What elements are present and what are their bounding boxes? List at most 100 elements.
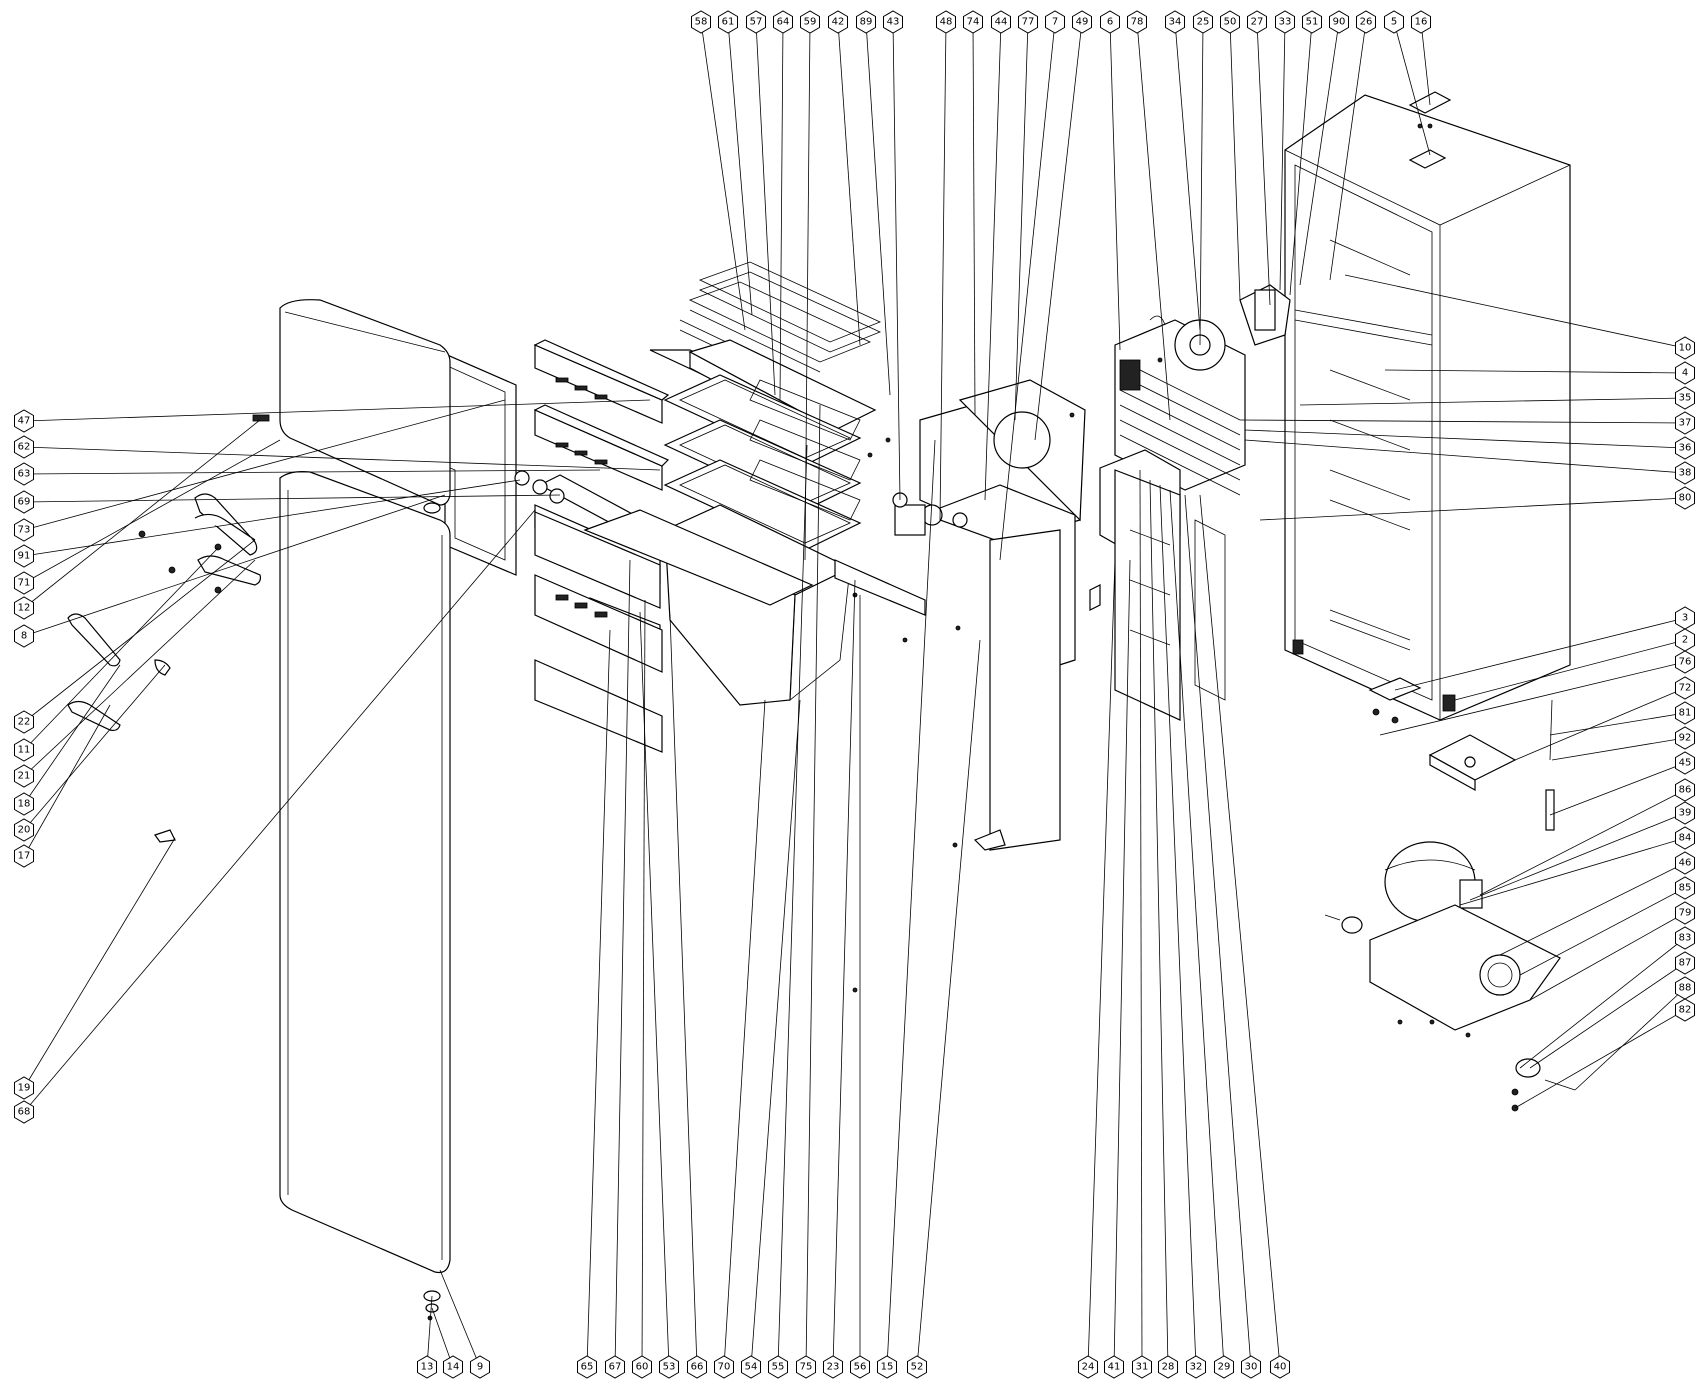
- callout-hexagon: [470, 1355, 490, 1379]
- callout-9: 9: [470, 1355, 490, 1379]
- leader-line-11: [23, 547, 219, 751]
- callout-hexagon: [1072, 10, 1092, 34]
- leader-line-45: [1549, 762, 1686, 816]
- parts-drawing: [67, 91, 1576, 1321]
- leader-line-3: [1394, 617, 1686, 691]
- leader-line-62: [23, 446, 661, 471]
- callout-hexagon: [1675, 436, 1695, 460]
- callout-hexagon: [14, 1076, 34, 1100]
- callout-number: 51: [1306, 17, 1319, 28]
- callout-number: 50: [1224, 17, 1237, 28]
- callout-hexagon: [823, 1355, 843, 1379]
- evaporator-cover: [919, 379, 1086, 851]
- callout-number: 30: [1245, 1362, 1258, 1373]
- handles: [67, 493, 262, 843]
- callout-hexagon: [14, 738, 34, 762]
- callout-number: 89: [860, 17, 873, 28]
- leader-line-90: [1299, 21, 1340, 286]
- callout-17: 17: [14, 844, 34, 868]
- leader-line-29: [1169, 489, 1225, 1368]
- callout-hexagon: [1675, 751, 1695, 775]
- leader-line-25: [1199, 21, 1204, 346]
- callout-7: 7: [1045, 10, 1065, 34]
- leader-line-67: [614, 559, 631, 1368]
- callout-71: 71: [14, 571, 34, 595]
- callout-number: 28: [1162, 1362, 1175, 1373]
- leader-line-71: [23, 439, 281, 584]
- callout-hexagon: [768, 1355, 788, 1379]
- callout-24: 24: [1078, 1355, 1098, 1379]
- callout-number: 72: [1679, 683, 1692, 694]
- callout-41: 41: [1104, 1355, 1124, 1379]
- leader-line-81: [1549, 712, 1686, 736]
- callout-number: 11: [18, 745, 31, 756]
- callout-hexagon: [1302, 10, 1322, 34]
- callout-89: 89: [856, 10, 876, 34]
- callout-number: 58: [695, 17, 708, 28]
- callout-number: 9: [477, 1362, 483, 1373]
- callout-hexagon: [1675, 386, 1695, 410]
- callout-number: 71: [18, 578, 31, 589]
- callout-number: 21: [18, 771, 31, 782]
- callout-74: 74: [963, 10, 983, 34]
- leader-line-77: [1014, 21, 1029, 421]
- callout-hexagon: [1165, 10, 1185, 34]
- callout-83: 83: [1675, 926, 1695, 950]
- callout-37: 37: [1675, 411, 1695, 435]
- leader-line-34: [1174, 21, 1201, 331]
- callout-number: 67: [609, 1362, 622, 1373]
- callout-hexagon: [1384, 10, 1404, 34]
- callout-22: 22: [14, 710, 34, 734]
- callout-61: 61: [718, 10, 738, 34]
- callout-number: 57: [750, 17, 763, 28]
- leader-line-54: [750, 699, 801, 1368]
- callout-87: 87: [1675, 951, 1695, 975]
- callout-42: 42: [828, 10, 848, 34]
- callout-36: 36: [1675, 436, 1695, 460]
- callout-hexagon: [1356, 10, 1376, 34]
- leader-line-28: [1149, 479, 1169, 1368]
- callout-number: 18: [18, 799, 31, 810]
- callout-number: 43: [887, 17, 900, 28]
- leader-line-7: [999, 21, 1056, 561]
- leader-line-79: [1529, 912, 1686, 1001]
- callout-64: 64: [773, 10, 793, 34]
- leader-line-78: [1136, 21, 1171, 421]
- callout-19: 19: [14, 1076, 34, 1100]
- callout-hexagon: [443, 1355, 463, 1379]
- callout-number: 82: [1679, 1005, 1692, 1016]
- callout-hexagon: [1675, 951, 1695, 975]
- callout-hexagon: [1132, 1355, 1152, 1379]
- leader-line-64: [779, 21, 784, 401]
- callout-hexagon: [1186, 1355, 1206, 1379]
- callout-hexagon: [1100, 10, 1120, 34]
- callout-30: 30: [1241, 1355, 1261, 1379]
- callout-hexagon: [1241, 1355, 1261, 1379]
- callout-hexagon: [883, 10, 903, 34]
- callout-82: 82: [1675, 998, 1695, 1022]
- leader-line-70: [723, 699, 766, 1368]
- callout-70: 70: [714, 1355, 734, 1379]
- callout-34: 34: [1165, 10, 1185, 34]
- leader-line-38: [1244, 439, 1686, 474]
- capillary: [1545, 699, 1555, 831]
- leader-line-42: [837, 21, 861, 346]
- leader-line-31: [1139, 469, 1143, 1368]
- callout-number: 80: [1679, 493, 1692, 504]
- leader-line-85: [1519, 887, 1686, 976]
- callout-hexagon: [963, 10, 983, 34]
- lower-cover: [834, 559, 926, 616]
- callout-number: 6: [1107, 17, 1113, 28]
- leader-line-16: [1420, 21, 1431, 106]
- callout-number: 40: [1274, 1362, 1287, 1373]
- leader-lines: [23, 21, 1686, 1368]
- callout-number: 59: [804, 17, 817, 28]
- freezer-door: [252, 299, 451, 506]
- base-plate: [1369, 904, 1561, 1038]
- leader-line-69: [23, 494, 561, 503]
- callout-67: 67: [605, 1355, 625, 1379]
- callout-68: 68: [14, 1100, 34, 1124]
- leader-line-68: [23, 509, 536, 1113]
- callout-hexagon: [1275, 10, 1295, 34]
- callout-44: 44: [991, 10, 1011, 34]
